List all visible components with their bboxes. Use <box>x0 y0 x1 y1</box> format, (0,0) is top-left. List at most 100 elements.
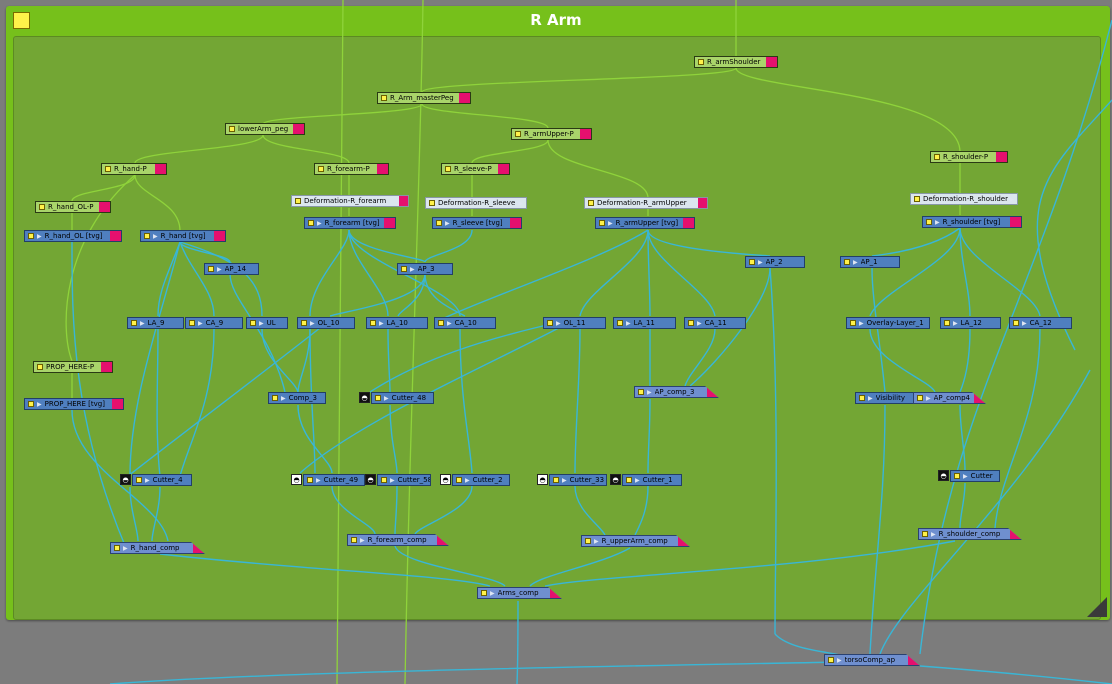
node-ca-10[interactable]: ▶CA_10 <box>434 317 496 329</box>
node-r-forearm-tvg[interactable]: ▶R_forearm [tvg] <box>304 217 396 229</box>
node-la-9[interactable]: ▶LA_9 <box>127 317 184 329</box>
backdrop-resize-handle[interactable] <box>1087 597 1107 617</box>
node-r-sleeve-tvg[interactable]: ▶R_sleeve [tvg] <box>432 217 522 229</box>
node-ol-11[interactable]: ▶OL_11 <box>543 317 606 329</box>
expand-play-icon[interactable]: ▶ <box>217 265 222 273</box>
expand-play-icon[interactable]: ▶ <box>490 589 495 597</box>
expand-play-icon[interactable]: ▶ <box>853 258 858 266</box>
expand-play-icon[interactable]: ▶ <box>317 219 322 227</box>
node-r-hand-p[interactable]: R_hand-P <box>101 163 167 175</box>
node-lowerarm-peg[interactable]: lowerArm_peg <box>225 123 305 135</box>
node-r-hand-ol-tvg[interactable]: ▶R_hand_OL [tvg] <box>24 230 122 242</box>
node-cutter-48[interactable]: ▶Cutter_48 <box>371 392 434 404</box>
node-cutter-4[interactable]: ▶Cutter_4 <box>132 474 192 486</box>
expand-play-icon[interactable]: ▶ <box>259 319 264 327</box>
expand-play-icon[interactable]: ▶ <box>198 319 203 327</box>
expand-play-icon[interactable]: ▶ <box>562 476 567 484</box>
expand-play-icon[interactable]: ▶ <box>935 218 940 226</box>
expand-play-icon[interactable]: ▶ <box>518 199 523 207</box>
expand-play-icon[interactable]: ▶ <box>310 319 315 327</box>
expand-play-icon[interactable]: ▶ <box>37 400 42 408</box>
node-la-12[interactable]: ▶LA_12 <box>940 317 1001 329</box>
expand-play-icon[interactable]: ▶ <box>608 219 613 227</box>
node-overlay-layer-1[interactable]: ▶Overlay-Layer_1 <box>846 317 930 329</box>
expand-play-icon[interactable]: ▶ <box>1022 319 1027 327</box>
node-ap-14[interactable]: ▶AP_14 <box>204 263 259 275</box>
node-r-armupper-tvg[interactable]: ▶R_armUpper [tvg] <box>595 217 695 229</box>
node-deformation-r-sleeve[interactable]: Deformation-R_sleeve▶ <box>425 197 527 209</box>
node-ol-10[interactable]: ▶OL_10 <box>297 317 355 329</box>
expand-play-icon[interactable]: ▶ <box>1009 195 1014 203</box>
expand-play-icon[interactable]: ▶ <box>926 394 931 402</box>
node-ca-11[interactable]: ▶CA_11 <box>684 317 746 329</box>
node-r-shoulder-p[interactable]: R_shoulder-P <box>930 151 1008 163</box>
expand-play-icon[interactable]: ▶ <box>626 319 631 327</box>
node-deformation-r-shoulder[interactable]: Deformation-R_shoulder▶ <box>910 193 1018 205</box>
node-arms-comp[interactable]: ▶Arms_comp <box>477 587 562 599</box>
backdrop-color-swatch-icon[interactable] <box>13 12 30 29</box>
node-deformation-r-forearm[interactable]: Deformation-R_forearm▶ <box>291 195 409 207</box>
node-swatch-icon <box>1013 320 1019 326</box>
node-r-hand-comp[interactable]: ▶R_hand_comp <box>110 542 205 554</box>
expand-play-icon[interactable]: ▶ <box>445 219 450 227</box>
expand-play-icon[interactable]: ▶ <box>594 537 599 545</box>
expand-play-icon[interactable]: ▶ <box>635 476 640 484</box>
node-ap-comp-3[interactable]: ▶AP_comp_3 <box>634 386 719 398</box>
node-r-forearm-comp[interactable]: ▶R_forearm_comp <box>347 534 449 546</box>
node-la-11[interactable]: ▶LA_11 <box>613 317 676 329</box>
node-cutter-1[interactable]: ▶Cutter_1 <box>622 474 682 486</box>
expand-play-icon[interactable]: ▶ <box>140 319 145 327</box>
node-cutter-33[interactable]: ▶Cutter_33 <box>549 474 607 486</box>
node-visibility[interactable]: ▶Visibility <box>855 392 915 404</box>
node-r-hand-tvg[interactable]: ▶R_hand [tvg] <box>140 230 226 242</box>
node-torsocomp-ap[interactable]: ▶torsoComp_ap <box>824 654 920 666</box>
node-ap-2[interactable]: ▶AP_2 <box>745 256 805 268</box>
node-cutter-58[interactable]: ▶Cutter_58 <box>377 474 431 486</box>
expand-play-icon[interactable]: ▶ <box>465 476 470 484</box>
node-ul[interactable]: ▶UL <box>246 317 288 329</box>
node-cutter[interactable]: ▶Cutter <box>950 470 1000 482</box>
expand-play-icon[interactable]: ▶ <box>447 319 452 327</box>
expand-play-icon[interactable]: ▶ <box>963 472 968 480</box>
node-ca-12[interactable]: ▶CA_12 <box>1009 317 1072 329</box>
expand-play-icon[interactable]: ▶ <box>758 258 763 266</box>
node-r-upperarm-comp[interactable]: ▶R_upperArm_comp <box>581 535 690 547</box>
expand-play-icon[interactable]: ▶ <box>281 394 286 402</box>
expand-play-icon[interactable]: ▶ <box>697 319 702 327</box>
node-r-forearm-p[interactable]: R_forearm-P <box>314 163 389 175</box>
node-r-hand-ol-p[interactable]: R_hand_OL-P <box>35 201 111 213</box>
node-deformation-r-armupper[interactable]: Deformation-R_armUpper▶ <box>584 197 708 209</box>
expand-play-icon[interactable]: ▶ <box>931 530 936 538</box>
expand-play-icon[interactable]: ▶ <box>390 476 395 484</box>
node-prop-here-tvg[interactable]: ▶PROP_HERE [tvg] <box>24 398 124 410</box>
node-r-armupper-p[interactable]: R_armUpper-P <box>511 128 592 140</box>
expand-play-icon[interactable]: ▶ <box>859 319 864 327</box>
node-comp-3[interactable]: ▶Comp_3 <box>268 392 326 404</box>
expand-play-icon[interactable]: ▶ <box>123 544 128 552</box>
expand-play-icon[interactable]: ▶ <box>837 656 842 664</box>
expand-play-icon[interactable]: ▶ <box>647 388 652 396</box>
node-cutter-2[interactable]: ▶Cutter_2 <box>452 474 510 486</box>
node-r-sleeve-p[interactable]: R_sleeve-P <box>441 163 510 175</box>
expand-play-icon[interactable]: ▶ <box>379 319 384 327</box>
expand-play-icon[interactable]: ▶ <box>384 394 389 402</box>
expand-play-icon[interactable]: ▶ <box>556 319 561 327</box>
expand-play-icon[interactable]: ▶ <box>410 265 415 273</box>
node-ap-1[interactable]: ▶AP_1 <box>840 256 900 268</box>
expand-play-icon[interactable]: ▶ <box>145 476 150 484</box>
expand-play-icon[interactable]: ▶ <box>360 536 365 544</box>
expand-play-icon[interactable]: ▶ <box>868 394 873 402</box>
node-ap-3[interactable]: ▶AP_3 <box>397 263 453 275</box>
node-prop-here-p[interactable]: PROP_HERE-P <box>33 361 113 373</box>
node-r-arm-masterpeg[interactable]: R_Arm_masterPeg <box>377 92 471 104</box>
node-cutter-49[interactable]: ▶Cutter_49 <box>303 474 365 486</box>
node-la-10[interactable]: ▶LA_10 <box>366 317 428 329</box>
node-r-shoulder-comp[interactable]: ▶R_shoulder_comp <box>918 528 1022 540</box>
expand-play-icon[interactable]: ▶ <box>953 319 958 327</box>
expand-play-icon[interactable]: ▶ <box>37 232 42 240</box>
node-r-armshoulder[interactable]: R_armShoulder <box>694 56 778 68</box>
node-ca-9[interactable]: ▶CA_9 <box>185 317 243 329</box>
expand-play-icon[interactable]: ▶ <box>153 232 158 240</box>
node-r-shoulder-tvg[interactable]: ▶R_shoulder [tvg] <box>922 216 1022 228</box>
expand-play-icon[interactable]: ▶ <box>316 476 321 484</box>
